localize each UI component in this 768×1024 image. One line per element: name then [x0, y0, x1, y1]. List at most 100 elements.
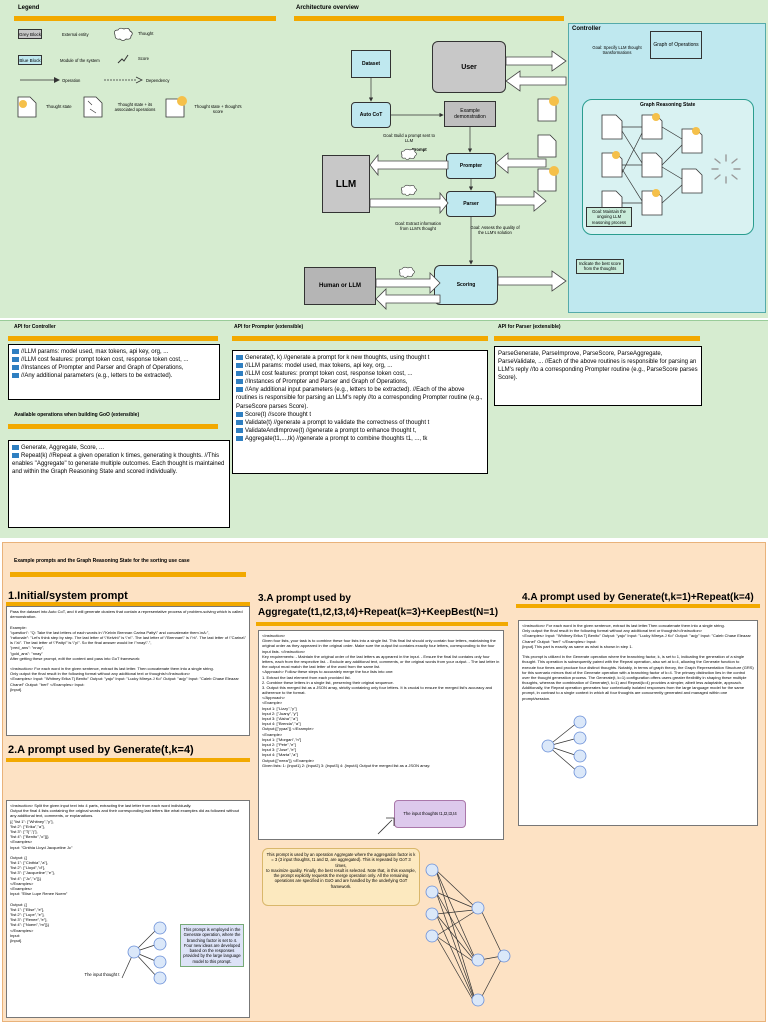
legend-operation: Operation [62, 78, 81, 83]
s3-pointer-arrow [377, 817, 395, 835]
goal-assess: Goal: Assess the quality of the LLM's so… [470, 225, 520, 236]
legend-operation-arrow [20, 77, 60, 83]
scoring-block[interactable]: Scoring [434, 265, 498, 305]
s4-graph [541, 715, 587, 779]
api-prompter-line-text: //Instances of Prompter and Parser and G… [245, 379, 408, 386]
api-prompter-line: Aggregate(t1,...,tk) //generate a prompt… [236, 435, 484, 443]
legend-score: Score [138, 56, 149, 61]
graph-of-operations: Graph of Operations [650, 31, 702, 59]
prompter-label: Prompter [459, 163, 483, 169]
api-controller-title: API for Controller [14, 324, 56, 330]
human-llm-block[interactable]: Human or LLM [304, 267, 376, 305]
s3-prompt: <Instruction> Given four lists, your tas… [258, 630, 504, 840]
legend-panel: Legend Grey Block External entity Blue B… [4, 3, 286, 158]
legend-title: Legend [18, 5, 40, 11]
api-parser-text: ParseGenerate, ParseImprove, ParseScore,… [498, 351, 698, 382]
legend-thought: Thought [138, 31, 154, 36]
architecture-panel: Architecture overview Controller Goal: S… [290, 3, 766, 315]
api-prompter-title: API for Prompter (extensible) [234, 324, 304, 330]
s3-title: 3.A prompt used by Aggregate(t1,t2,t3,t4… [258, 593, 499, 618]
examples-bar [10, 572, 246, 577]
api-ops-title: Available operations when building GoO (… [14, 412, 140, 418]
legend-blue-block: Blue Block [18, 55, 42, 65]
s3-note: This prompt is used by an operation Aggr… [262, 848, 420, 906]
api-prompter-line: //LLM cost features: prompt token cost, … [236, 370, 484, 378]
api-controller-line: //Instances of Prompter and Parser and G… [12, 364, 216, 372]
s2-note: This prompt is employed in the Generate … [180, 924, 244, 967]
s4-title: 4.A prompt used by Generate(t,k=1)+Repea… [522, 592, 754, 603]
example-demo-block: Example demonstration [444, 101, 496, 127]
arch-title: Architecture overview [296, 5, 359, 11]
auto-cot-block[interactable]: Auto CoT [351, 102, 391, 128]
api-controller-line-text: //Instances of Prompter and Parser and G… [21, 365, 184, 372]
controller-label: Controller [572, 26, 601, 32]
legend-grey-label: Grey Block [19, 31, 42, 37]
api-prompter-line: //Instances of Prompter and Parser and G… [236, 378, 484, 386]
dataset-block[interactable]: Dataset [351, 50, 391, 78]
legend-thought-state-ops-icon [83, 96, 103, 118]
api-prompter-line-text: //LLM params: model used, max tokens, ap… [245, 363, 393, 370]
api-prompter-line-text: ValidateAndImprove(t) //generate a promp… [245, 427, 417, 434]
api-prompter-line-text: Validate(t) //generate a prompt to valid… [245, 419, 430, 426]
legend-external-entity: External entity [62, 32, 89, 37]
api-prompter-line-text: Score(t) //score thought t [245, 411, 312, 418]
api-prompter-line: Validate(t) //generate a prompt to valid… [236, 419, 484, 427]
s3-bar [256, 622, 508, 626]
api-controller-line: //LLM params: model used, max tokens, ap… [12, 348, 216, 356]
api-prompter-bar [232, 336, 488, 341]
architecture-arrows [368, 50, 567, 310]
api-prompter-line-text: Aggregate(t1,...,tk) //generate a prompt… [245, 435, 428, 442]
legend-blue-label: Blue Block [19, 57, 41, 63]
api-prompter-line-text: Generate(t, k) //generate a prompt for k… [245, 355, 430, 361]
llm-label: LLM [335, 178, 357, 190]
api-ops-line-text: Repeat(k) //Repeat a given operation k t… [12, 453, 225, 476]
legend-thought-icon [114, 27, 133, 41]
api-parser-bar [494, 336, 700, 341]
s3-input-label: The input thoughts t1,t2,t3,t4 [394, 800, 466, 828]
best-score-note: Indicate the best score from the thought… [576, 259, 624, 274]
user-block[interactable]: User [432, 41, 506, 93]
s2-input-label: The input thought t [84, 972, 120, 977]
s1-prompt: Pass the dataset into Auto CoT, and it w… [6, 606, 250, 736]
api-prompter-line: Score(t) //score thought t [236, 411, 484, 419]
api-prompter-line: //LLM params: model used, max tokens, ap… [236, 362, 484, 370]
goal-specify: Goal: Specify LLM thought transformation… [592, 45, 642, 56]
goal-maintain: Goal: Maintain the ongoing LLM reasoning… [586, 207, 632, 227]
controller-thought-states [537, 96, 559, 192]
api-prompter-line: ValidateAndImprove(t) //generate a promp… [236, 427, 484, 435]
api-ops-line: Repeat(k) //Repeat a given operation k t… [12, 452, 226, 476]
legend-thought-state-ops: Thought state + its associated operation… [114, 102, 156, 113]
api-prompter-line: Generate(t, k) //generate a prompt for k… [236, 354, 484, 362]
legend-bar [14, 16, 276, 21]
parser-block[interactable]: Parser [446, 191, 496, 217]
api-ops-line: Generate, Aggregate, Score, ... [12, 444, 226, 452]
api-controller-line-text: //Any additional parameters (e.g., lette… [21, 373, 173, 380]
legend-module: Module of the system [60, 58, 100, 63]
llm-block[interactable]: LLM [322, 155, 370, 213]
human-llm-label: Human or LLM [319, 283, 361, 289]
api-ops-line-text: Generate, Aggregate, Score, ... [21, 445, 105, 451]
legend-dependency: Dependency [146, 78, 170, 83]
grs-graph [601, 113, 741, 216]
legend-thought-state-icon [17, 96, 37, 118]
legend-grey-block: Grey Block [18, 29, 42, 39]
s1-title: 1.Initial/system prompt [8, 590, 128, 602]
s2-prompt: <Instruction> Split the given input text… [6, 800, 250, 1018]
legend-score-icon [117, 54, 129, 64]
api-controller-box: //LLM params: model used, max tokens, ap… [8, 344, 220, 400]
arch-bar [294, 16, 564, 21]
api-prompter-line-text: //Any additional input parameters (e.g.,… [236, 387, 483, 410]
s1-bar [6, 602, 250, 606]
api-controller-line-text: //LLM params: model used, max tokens, ap… [21, 349, 169, 355]
api-parser-box: ParseGenerate, ParseImprove, ParseScore,… [494, 346, 702, 406]
example-demo-label: Example demonstration [454, 108, 486, 120]
dataset-label: Dataset [361, 61, 381, 67]
s2-title: 2.A prompt used by Generate(t,k=4) [8, 744, 194, 756]
legend-thought-state-score: Thought state + thought's score [194, 104, 242, 115]
graph-of-ops-label: Graph of Operations [653, 42, 699, 48]
s4-prompt: <Instruction> For each word in the given… [518, 620, 758, 826]
parser-label: Parser [463, 201, 479, 207]
legend-dependency-arrow [104, 76, 143, 84]
legend-thought-state: Thought state [46, 104, 72, 109]
s2-bar [6, 758, 250, 762]
